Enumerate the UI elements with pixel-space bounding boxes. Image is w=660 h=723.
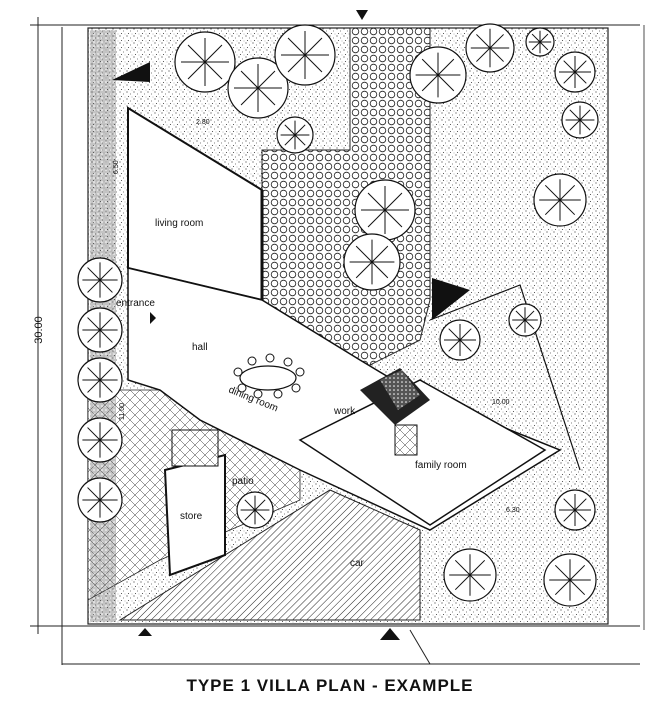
label-entrance: entrance <box>116 298 155 309</box>
house-body <box>127 267 562 531</box>
dim-left-upper: 6.50 <box>113 160 120 174</box>
tree-icon <box>276 116 314 154</box>
tree-icon <box>439 319 481 361</box>
tree-icon <box>533 173 587 227</box>
label-living-room: living room <box>155 218 203 229</box>
tree-icon <box>174 31 236 93</box>
tree-icon <box>227 57 289 119</box>
tree-icon <box>561 101 599 139</box>
trees <box>77 23 599 607</box>
tree-icon <box>554 51 596 93</box>
right-garden-wall <box>429 284 581 471</box>
tree-icon <box>354 179 416 241</box>
top-marker-icon <box>356 10 368 20</box>
tree-icon <box>77 417 123 463</box>
tree-icon <box>236 491 274 529</box>
frame-lines <box>30 17 645 665</box>
tree-icon <box>508 303 542 337</box>
dim-right-lower: 6.30 <box>506 507 520 514</box>
tree-icon <box>77 257 123 303</box>
label-patio: patio <box>232 476 254 487</box>
dark-pool <box>432 278 470 320</box>
tree-icon <box>274 24 336 86</box>
store-stair <box>171 429 219 467</box>
dim-right-mid: 10.00 <box>492 399 510 406</box>
tree-icon <box>343 233 401 291</box>
height-dimension: 30.00 <box>33 316 45 344</box>
plan-title: TYPE 1 VILLA PLAN - EXAMPLE <box>186 676 474 695</box>
label-car: car <box>350 558 365 569</box>
tree-icon <box>77 307 123 353</box>
tree-icon <box>525 27 555 57</box>
tree-icon <box>77 357 123 403</box>
carport-paving <box>118 489 421 621</box>
label-work: work <box>333 406 356 417</box>
label-hall: hall <box>192 342 208 353</box>
tree-icon <box>543 553 597 607</box>
north-arrow-icon <box>112 62 150 82</box>
dimension-labels: 2.80 6.50 11.00 10.00 6.30 <box>113 119 520 514</box>
tree-icon <box>465 23 515 73</box>
entrance-arrow-icon <box>150 312 156 324</box>
tree-icon <box>77 477 123 523</box>
tree-icon <box>554 489 596 531</box>
tree-icon <box>443 548 497 602</box>
label-store: store <box>180 511 203 522</box>
label-family-room: family room <box>415 460 467 471</box>
dining-table <box>233 353 305 399</box>
tree-icon <box>409 46 467 104</box>
entry-triangle-icon <box>380 628 400 640</box>
dim-left-lower: 11.00 <box>119 403 126 420</box>
entry-triangle-icon <box>138 628 152 636</box>
kitchen-core <box>360 368 430 456</box>
dim-top: 2.80 <box>196 119 210 126</box>
